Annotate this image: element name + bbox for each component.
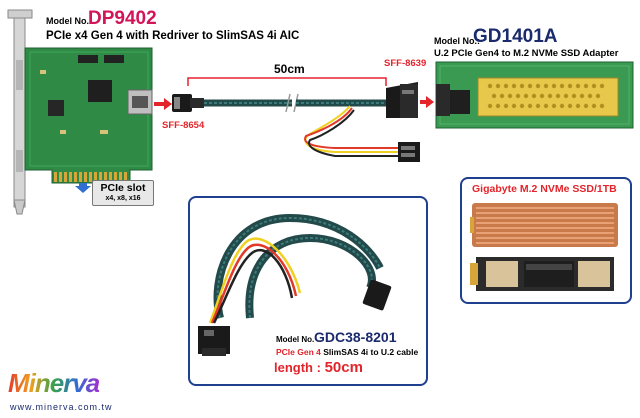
cable-length-label: length : — [274, 360, 321, 375]
card-to-cable-arrow — [154, 98, 172, 110]
gd1401a-description: U.2 PCIe Gen4 to M.2 NVMe SSD Adapter — [434, 48, 619, 59]
gd1401a-model-prefix: Model No.: — [434, 36, 480, 46]
cable-description: PCIe Gen 4 SlimSAS 4i to U.2 cable — [276, 347, 418, 357]
ssd-box: Gigabyte M.2 NVMe SSD/1TB — [460, 177, 632, 304]
minerva-logo: Minerva — [8, 368, 100, 399]
cable-model-number: GDC38-8201 — [314, 329, 397, 345]
pcie-slot-title: PCIe slot — [100, 182, 146, 194]
cable-photo-sleeve — [213, 213, 384, 319]
cable-photo-power-wires — [208, 237, 302, 324]
power-connector — [398, 142, 420, 162]
cable-photo-u2-connector — [198, 326, 230, 356]
m2-slot-holes — [487, 83, 605, 109]
cable-length: length : 50cm — [274, 359, 363, 376]
dp9402-model-prefix: Model No.: — [46, 16, 92, 26]
pcie-slot-subtitle: x4, x8, x16 — [105, 195, 141, 202]
cable-photo — [198, 213, 392, 356]
dp9402-pcb — [24, 47, 153, 184]
cable-length-value: 50cm — [324, 359, 363, 376]
ssd-illustration — [470, 203, 618, 291]
cable-model-prefix: Model No. — [276, 335, 315, 344]
u2-connector — [386, 82, 418, 118]
minerva-url: www.minerva.com.tw — [10, 402, 113, 412]
pcie-slot-arrow — [75, 183, 91, 193]
ssd-module — [470, 257, 614, 291]
cable-to-adapter-arrow — [420, 96, 434, 108]
dp9402-model-number: DP9402 — [88, 8, 157, 29]
minerva-logo-text: Minerva — [8, 368, 100, 398]
cable-photo-slimsas-plug — [362, 279, 392, 311]
cable-box: Model No. GDC38-8201 PCIe Gen 4 SlimSAS … — [188, 196, 428, 386]
sff8654-label: SFF-8654 — [162, 120, 205, 131]
cable-description-highlight: PCIe Gen 4 — [276, 347, 321, 357]
dp9402-model-prefix-text: Model No.: — [46, 16, 92, 26]
cable-description-rest: SlimSAS 4i to U.2 cable — [320, 347, 419, 357]
cable-top — [204, 93, 398, 157]
cable-length-label: 50cm — [274, 62, 305, 76]
ssd-box-title: Gigabyte M.2 NVMe SSD/1TB — [472, 183, 617, 195]
slimsas-plug-top — [172, 94, 204, 112]
dp9402-description: PCIe x4 Gen 4 with Redriver to SlimSAS 4… — [46, 30, 300, 42]
sff8639-label: SFF-8639 — [384, 58, 427, 69]
length-dimension — [187, 77, 387, 86]
pcie-slot-label: PCIe slot x4, x8, x16 — [92, 180, 154, 206]
gd1401a-model-number: GD1401A — [473, 26, 558, 47]
ssd-heatsink — [470, 203, 618, 247]
